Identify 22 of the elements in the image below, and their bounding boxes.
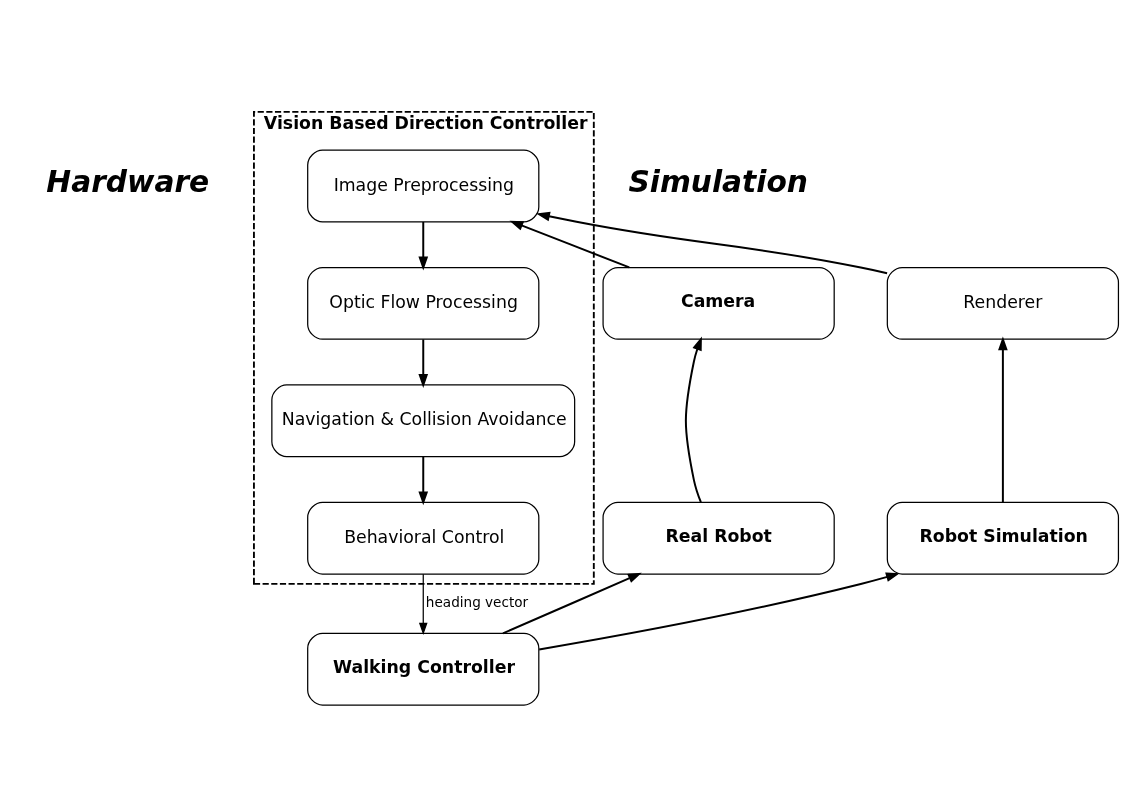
node-box: Real Robot (602, 501, 835, 575)
node-box: Camera (602, 266, 835, 340)
label: Simulation (628, 164, 808, 200)
arrow (509, 220, 631, 269)
arrow (418, 455, 429, 506)
node-box: Walking Controller (307, 632, 540, 706)
edge-label: heading vector (425, 594, 529, 611)
arrow (418, 573, 428, 636)
node-box: Navigation & Collision Avoidance (271, 384, 576, 458)
arrow (418, 338, 429, 388)
arrow (684, 336, 702, 504)
node-box: Renderer (886, 266, 1120, 340)
node-box: Image Preprocessing (307, 149, 540, 223)
arrow (501, 572, 642, 635)
arrow (536, 211, 889, 275)
arrow (998, 336, 1008, 504)
node-box: Optic Flow Processing (307, 266, 540, 340)
node-box: Behavioral Control (307, 501, 540, 575)
arrow (418, 221, 429, 271)
arrow (538, 572, 900, 651)
label: Hardware (46, 164, 210, 200)
node-box: Robot Simulation (886, 501, 1120, 575)
